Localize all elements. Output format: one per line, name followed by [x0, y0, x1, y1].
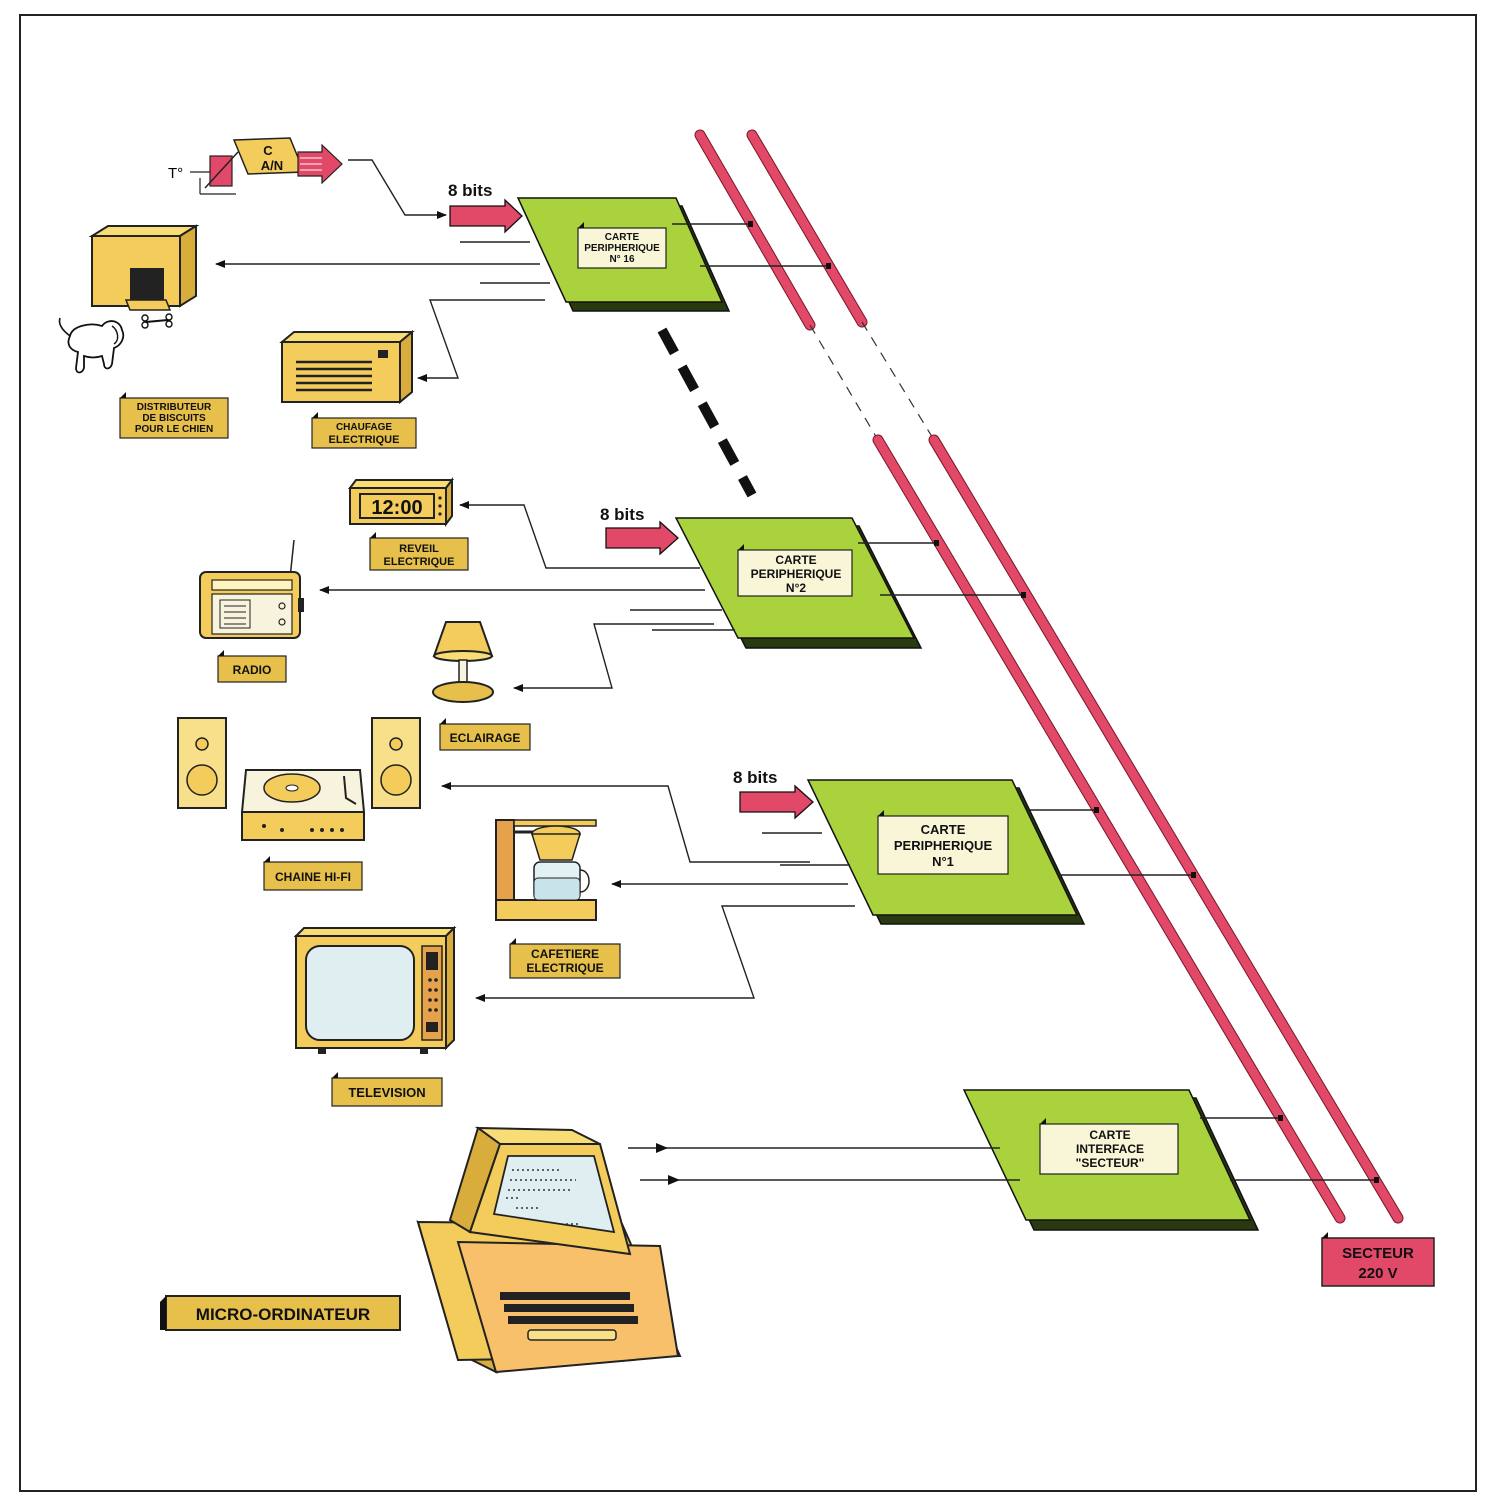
interface-label-l1: CARTE: [1089, 1128, 1130, 1142]
tv-screen: [305, 945, 415, 1041]
cable-a-upper: [694, 129, 816, 331]
bits-label-16: 8 bits: [448, 181, 492, 200]
radio: [199, 539, 304, 639]
hifi-label-text: CHAINE HI-FI: [275, 870, 351, 884]
adc-label-l1: C: [263, 143, 273, 158]
heater-label-l1: CHAUFAGE: [336, 422, 392, 433]
hifi-system: [177, 717, 421, 841]
speaker-left: [177, 717, 227, 809]
peripheral-card-16: CARTE PERIPHERIQUE N° 16: [516, 197, 731, 312]
cable-a-dashed: [809, 324, 879, 441]
bits-arrow-2: 8 bits: [600, 505, 679, 556]
card-1-label-l3: N°1: [932, 854, 954, 869]
dispenser-label: DISTRIBUTEUR DE BISCUITS POUR LE CHIEN: [119, 392, 229, 439]
cable-b-upper: [746, 129, 868, 328]
microcomputer: [416, 1126, 682, 1374]
interface-connections: [1200, 1115, 1379, 1183]
card1-to-hifi-wire: [441, 782, 810, 863]
cable-b-lower: [928, 434, 1404, 1224]
card-1-label-l2: PERIPHERIQUE: [894, 838, 993, 853]
television: [293, 925, 457, 1054]
dispenser-label-l3: POUR LE CHIEN: [135, 424, 213, 435]
peripheral-card-2: CARTE PERIPHERIQUE N°2: [674, 517, 923, 649]
card-2-label-l1: CARTE: [775, 553, 816, 567]
cable-a-lower: [872, 434, 1346, 1224]
interface-label-l2: INTERFACE: [1076, 1142, 1144, 1156]
coffee-label: CAFETIERE ELECTRIQUE: [509, 938, 621, 979]
card-2-connections: [630, 540, 1026, 631]
peripheral-card-1: CARTE PERIPHERIQUE N°1: [806, 779, 1086, 925]
coffee-label-l1: CAFETIERE: [531, 947, 599, 961]
interface-label-l3: "SECTEUR": [1076, 1156, 1145, 1170]
card2-to-clock-wire: [459, 501, 700, 569]
hifi-label: CHAINE HI-FI: [263, 856, 363, 891]
radio-label-text: RADIO: [233, 663, 272, 677]
microcomputer-label: MICRO-ORDINATEUR: [160, 1295, 401, 1331]
dog-biscuit-dispenser: [88, 224, 200, 311]
computer-to-interface-wires: [628, 1143, 1020, 1185]
adc-to-card16-wire: [348, 159, 447, 219]
tv-label-text: TELEVISION: [348, 1085, 425, 1100]
bits-arrow-16: 8 bits: [448, 181, 523, 234]
coffee-maker: [495, 819, 597, 921]
mains-220v-label: SECTEUR 220 V: [1321, 1232, 1435, 1287]
card-2-label-l2: PERIPHERIQUE: [751, 567, 842, 581]
bits-label-2: 8 bits: [600, 505, 644, 524]
turntable: [240, 769, 366, 841]
dog-icon: [58, 317, 125, 374]
coffee-label-l2: ELECTRIQUE: [526, 961, 603, 975]
clock-label: REVEIL ELECTRIQUE: [369, 532, 469, 571]
mains-label-l1: SECTEUR: [1342, 1245, 1414, 1262]
adc-label-l2: A/N: [261, 158, 283, 173]
bits-arrow-1: 8 bits: [733, 768, 814, 820]
card-16-label-box: [577, 227, 667, 269]
mains-interface-card: CARTE INTERFACE "SECTEUR": [962, 1089, 1260, 1231]
card-1-label-l1: CARTE: [921, 822, 966, 837]
dispenser-label-l2: DE BISCUITS: [142, 413, 206, 424]
dispenser-label-l1: DISTRIBUTEUR: [137, 402, 212, 413]
clock-display: 12:00: [371, 497, 422, 519]
bits-label-1: 8 bits: [733, 768, 777, 787]
card-16-label-l2: PERIPHERIQUE: [584, 243, 660, 254]
speaker-right: [371, 717, 421, 809]
radio-label: RADIO: [217, 650, 287, 683]
mains-cables: [694, 129, 1404, 1224]
card1-to-tv-wire: [475, 905, 855, 1002]
page-frame: [19, 14, 1477, 1492]
card-2-label-box: [737, 549, 853, 597]
card-1-connections: [762, 807, 1196, 878]
heater-label: CHAUFAGE ELECTRIQUE: [311, 412, 417, 449]
temperature-converter: T° C A/N: [168, 137, 343, 195]
interface-label-box: [1039, 1123, 1179, 1175]
temperature-sensor-label: T°: [168, 165, 183, 182]
heater-label-l2: ELECTRIQUE: [329, 434, 400, 446]
tv-label: TELEVISION: [331, 1072, 443, 1107]
cards-continuation-dashes: [657, 327, 757, 498]
card-2-label-l3: N°2: [786, 581, 806, 595]
mains-label-l2: 220 V: [1358, 1265, 1397, 1282]
alarm-clock: 12:00: [348, 477, 454, 527]
keyboard-icon: [500, 1292, 638, 1341]
clock-label-l1: REVEIL: [399, 543, 439, 555]
electric-heater: [279, 329, 415, 405]
card-16-connections: [460, 221, 831, 284]
lamp-label-text: ECLAIRAGE: [450, 731, 521, 745]
card16-to-heater-wire: [417, 299, 545, 382]
lamp-label: ECLAIRAGE: [439, 718, 531, 751]
bone-icon: [141, 313, 173, 329]
cable-b-dashed: [861, 321, 935, 441]
monitor-screen: [492, 1155, 616, 1234]
card-16-label-l1: CARTE: [605, 232, 640, 243]
card-1-label-box: [877, 815, 1009, 875]
card-16-label-l3: N° 16: [609, 254, 635, 265]
microcomputer-label-text: MICRO-ORDINATEUR: [196, 1305, 370, 1324]
card2-to-lamp-wire: [513, 623, 714, 692]
lamp: [432, 621, 494, 703]
clock-label-l2: ELECTRIQUE: [384, 556, 455, 568]
